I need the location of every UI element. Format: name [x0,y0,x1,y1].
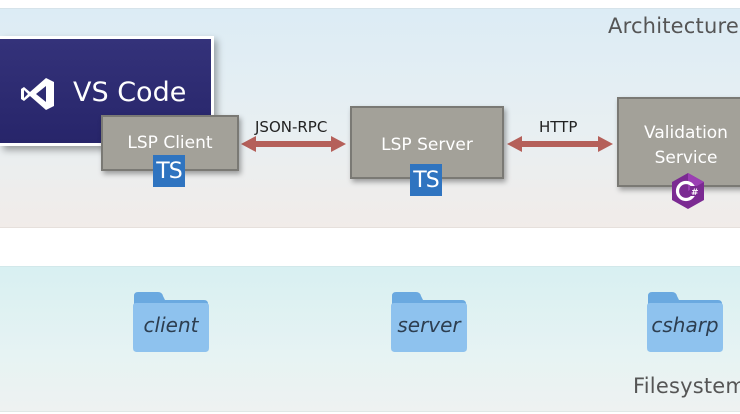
svg-text:#: # [691,188,699,198]
folder-csharp-label: csharp [651,313,719,337]
lsp-client-label: LSP Client [127,133,213,153]
typescript-icon: TS [153,155,185,187]
folder-icon [647,292,723,352]
http-arrow [507,136,613,152]
csharp-icon: # [672,173,704,209]
validation-service-box: Validation Service [617,97,740,187]
jsonrpc-arrow [241,136,346,152]
vscode-label: VS Code [73,77,187,108]
folder-icon [391,292,467,352]
typescript-icon: TS [410,164,442,196]
architecture-title: Architecture [608,14,739,38]
folder-server: server [388,290,470,354]
filesystem-title: Filesystem [633,374,740,398]
validation-service-label-line2: Service [654,148,718,168]
folder-server-label: server [397,313,461,337]
folder-client-label: client [143,313,199,337]
folder-icon [133,292,209,352]
vscode-icon [21,78,54,110]
filesystem-band [0,266,740,412]
http-label: HTTP [539,118,578,136]
jsonrpc-label: JSON-RPC [255,118,328,136]
folder-client: client [130,290,212,354]
folder-csharp: csharp [644,290,726,354]
lsp-server-label: LSP Server [381,135,473,155]
validation-service-label-line1: Validation [644,123,728,143]
